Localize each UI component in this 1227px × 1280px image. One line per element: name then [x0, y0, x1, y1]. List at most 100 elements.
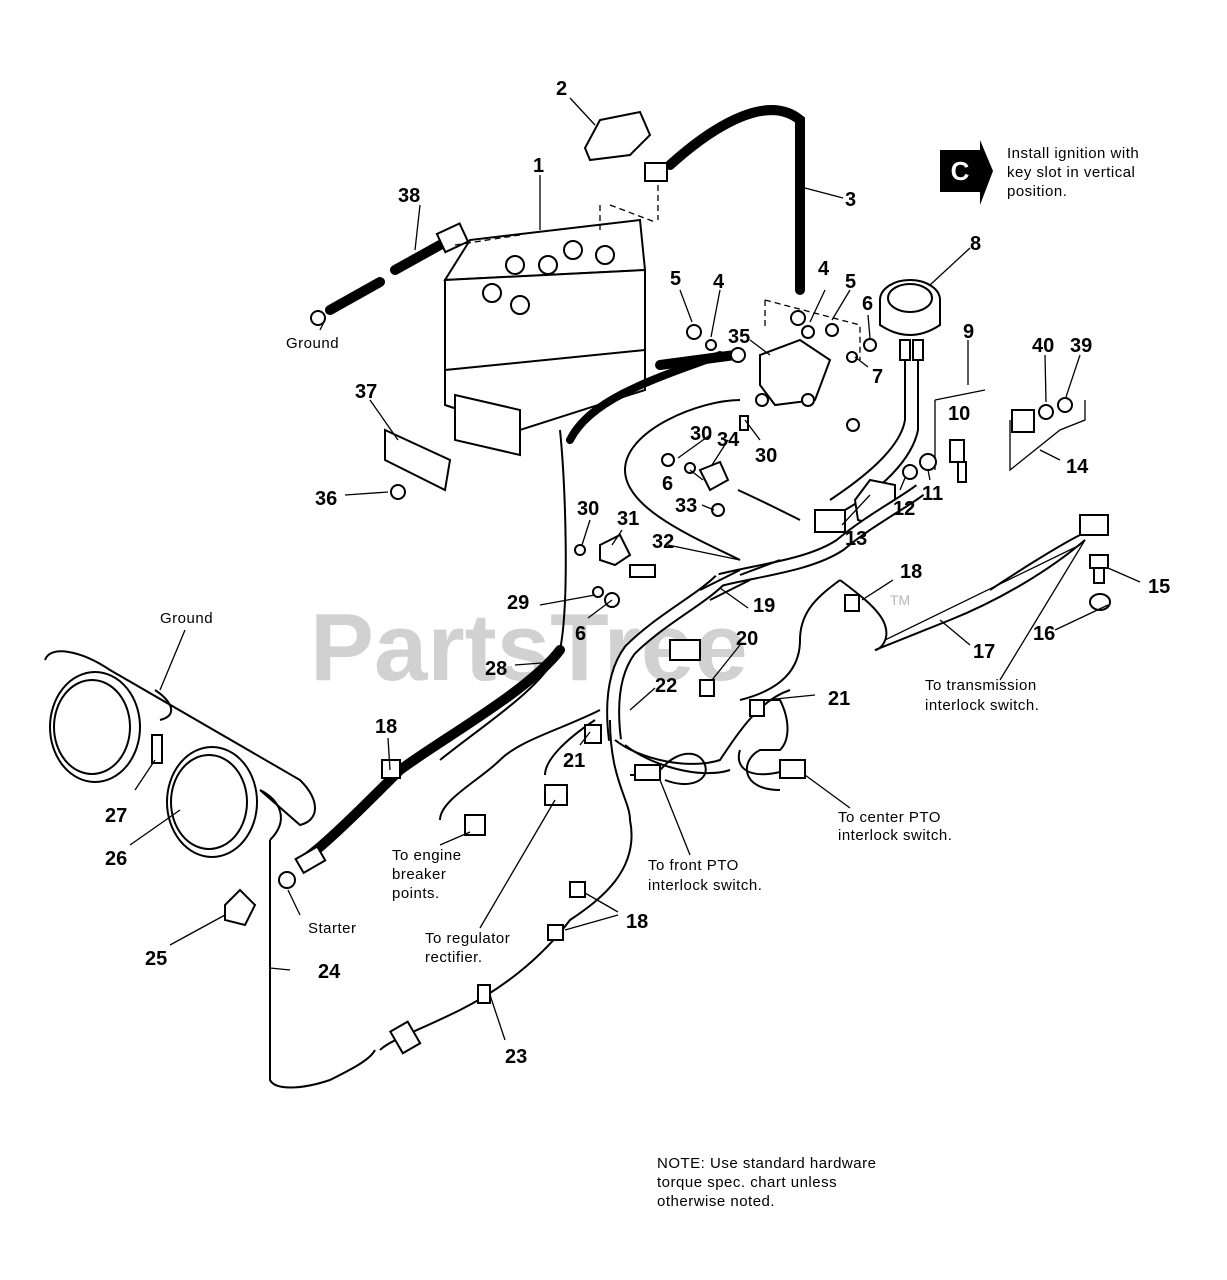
part-number-16: 16: [1033, 623, 1055, 645]
part-number-6b: 6: [662, 473, 673, 495]
callout-c: C Install ignition with key slot in vert…: [940, 140, 1139, 205]
ground-label-left: Ground: [160, 610, 213, 627]
callout-text-2: key slot in vertical: [1007, 164, 1135, 181]
part-numbers: 1 2 3 4 4 5 5 6 6 6 7 8 9 10 11 12 13 14…: [105, 78, 1170, 1068]
engine-breaker-label-1: To engine: [392, 847, 462, 864]
regulator-label-2: rectifier.: [425, 949, 483, 966]
part-number-28: 28: [485, 658, 507, 680]
part-number-20: 20: [736, 628, 758, 650]
part-number-39: 39: [1070, 335, 1092, 357]
starter-label: Starter: [308, 920, 357, 937]
ignition-connector: [814, 509, 846, 533]
part-number-26: 26: [105, 848, 127, 870]
part-number-33: 33: [675, 495, 697, 517]
part-number-22: 22: [655, 675, 677, 697]
part-number-24: 24: [318, 961, 341, 983]
regulator-label-1: To regulator: [425, 930, 510, 947]
nut: [825, 323, 839, 337]
bolt-and-spacer: [1089, 554, 1111, 611]
part-number-9: 9: [963, 321, 974, 343]
part-number-6c: 6: [575, 623, 586, 645]
part-number-15: 15: [1148, 576, 1170, 598]
battery-bracket: [384, 428, 452, 500]
watermark-trademark: TM: [890, 592, 910, 608]
note-line-2: torque spec. chart unless: [657, 1174, 837, 1191]
center-pto-label-2: interlock switch.: [838, 827, 952, 844]
part-number-29: 29: [507, 592, 529, 614]
callout-text-3: position.: [1007, 183, 1067, 200]
part-number-32: 32: [652, 531, 674, 553]
part-number-18a: 18: [900, 561, 922, 583]
part-number-5b: 5: [845, 271, 856, 293]
ground-label-top: Ground: [286, 335, 339, 352]
transmission-connector: [1079, 514, 1109, 536]
main-wiring-harness: [439, 429, 925, 761]
front-pto-label-1: To front PTO: [648, 857, 739, 874]
hour-meter: [879, 279, 941, 336]
part-number-7: 7: [872, 366, 883, 388]
part-number-14: 14: [1066, 456, 1089, 478]
part-number-30a: 30: [577, 498, 599, 520]
center-pto-connector: [779, 759, 806, 779]
part-number-19: 19: [753, 595, 775, 617]
starter-solenoid: [755, 338, 832, 407]
headlight-left: [49, 671, 141, 783]
transmission-label-2: interlock switch.: [925, 697, 1039, 714]
interlock-switch: [1009, 397, 1086, 472]
engine-breaker-label-3: points.: [392, 885, 440, 902]
part-number-34: 34: [717, 429, 740, 451]
part-number-12: 12: [893, 498, 915, 520]
part-number-21b: 21: [563, 750, 585, 772]
part-number-38: 38: [398, 185, 420, 207]
part-number-1: 1: [533, 155, 544, 177]
regulator-part: [599, 533, 632, 567]
note-line-3: otherwise noted.: [657, 1193, 775, 1210]
part-number-37: 37: [355, 381, 377, 403]
torque-note: NOTE: Use standard hardware torque spec.…: [657, 1155, 876, 1210]
front-pto-label-2: interlock switch.: [648, 877, 762, 894]
part-number-3: 3: [845, 189, 856, 211]
terminal-cover: [583, 110, 652, 162]
part-number-13: 13: [845, 528, 867, 550]
battery: [443, 218, 647, 457]
center-pto-label-1: To center PTO: [838, 809, 941, 826]
part-number-21a: 21: [828, 688, 850, 710]
bulb: [151, 734, 163, 764]
transmission-label-1: To transmission: [925, 677, 1037, 694]
part-number-8: 8: [970, 233, 981, 255]
part-number-18c: 18: [626, 911, 648, 933]
part-number-30b: 30: [690, 423, 712, 445]
part-number-17: 17: [973, 641, 995, 663]
part-number-25: 25: [145, 948, 167, 970]
part-number-27: 27: [105, 805, 127, 827]
part-number-11: 11: [922, 483, 943, 505]
note-line-1: NOTE: Use standard hardware: [657, 1155, 876, 1172]
breaker-connector: [464, 814, 486, 836]
callout-letter: C: [951, 156, 970, 186]
harness-connector: [669, 639, 701, 661]
engine-breaker-label-2: breaker: [392, 866, 446, 883]
leader-lines: [129, 97, 1141, 1041]
part-number-5a: 5: [670, 268, 681, 290]
diode: [698, 460, 730, 492]
part-number-35: 35: [728, 326, 750, 348]
lamp-cover: [224, 888, 257, 927]
part-number-18b: 18: [375, 716, 397, 738]
callout-text-1: Install ignition with: [1007, 145, 1139, 162]
part-number-23: 23: [505, 1046, 527, 1068]
part-number-31: 31: [617, 508, 639, 530]
part-number-4a: 4: [713, 271, 725, 293]
part-number-40: 40: [1032, 335, 1054, 357]
lock-washer: [801, 325, 815, 339]
part-number-2: 2: [556, 78, 567, 100]
positive-battery-cable: [644, 105, 806, 326]
part-number-30c: 30: [755, 445, 777, 467]
part-number-10: 10: [948, 403, 970, 425]
headlight-right: [166, 746, 258, 858]
regulator-connector: [544, 784, 568, 806]
part-number-36: 36: [315, 488, 337, 510]
part-number-6a: 6: [862, 293, 873, 315]
part-number-4b: 4: [818, 258, 830, 280]
